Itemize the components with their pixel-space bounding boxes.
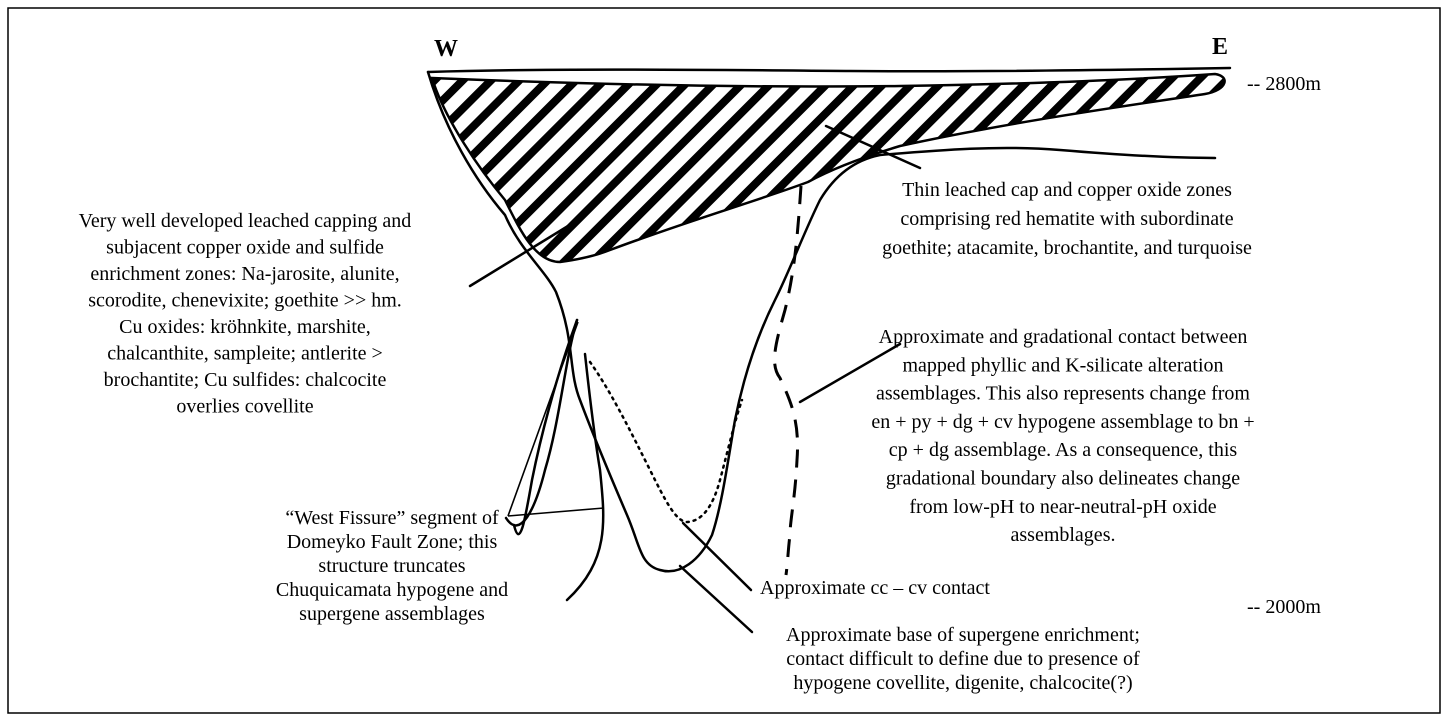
leached-cap-zone [432, 74, 1225, 262]
annotation-line: overlies covellite [176, 396, 313, 418]
annotation-cc-cv-contact: Approximate cc – cv contact [760, 577, 990, 599]
annotation-line: brochantite; Cu sulfides: chalcocite [104, 369, 387, 391]
annotation-line: gradational boundary also delineates cha… [886, 468, 1240, 490]
annotation-line: mapped phyllic and K-silicate alteration [903, 354, 1224, 376]
annotation-line: Approximate and gradational contact betw… [879, 326, 1248, 348]
annotation-line: comprising red hematite with subordinate [900, 208, 1233, 230]
annotation-line: from low-pH to near-neutral-pH oxide [909, 496, 1216, 518]
annotation-line: Approximate cc – cv contact [760, 577, 990, 599]
annotation-line: contact difficult to define due to prese… [786, 648, 1140, 670]
annotation-line: assemblages. [1011, 524, 1116, 546]
annotation-line: Domeyko Fault Zone; this [287, 531, 498, 553]
annotation-line: Cu oxides: kröhnkite, marshite, [119, 316, 371, 338]
annotation-line: supergene assemblages [299, 603, 485, 625]
annotation-leached-capping: Very well developed leached capping and s… [79, 210, 412, 418]
annotation-line: structure truncates [318, 555, 465, 577]
topographic-surface [428, 68, 1230, 72]
leader-cc-cv [683, 523, 751, 590]
annotation-line: Thin leached cap and copper oxide zones [902, 179, 1232, 201]
elevation-2800m: -- 2800m [1247, 73, 1321, 95]
annotation-line: chalcanthite, sampleite; antlerite > [107, 343, 383, 365]
west-label: W [434, 36, 458, 62]
phyllic-ksilicate-contact [775, 186, 801, 575]
annotation-supergene-base: Approximate base of supergene enrichment… [786, 624, 1140, 694]
annotation-line: scorodite, chenevixite; goethite >> hm. [88, 290, 402, 312]
annotation-line: Very well developed leached capping and [79, 210, 412, 232]
annotation-contact-phyllic: Approximate and gradational contact betw… [871, 326, 1254, 546]
annotation-line: “West Fissure” segment of [285, 507, 499, 529]
annotation-thin-cap: Thin leached cap and copper oxide zones c… [882, 179, 1252, 259]
annotation-line: en + py + dg + cv hypogene assemblage to… [871, 411, 1254, 433]
east-label: E [1212, 34, 1228, 60]
annotation-line: enrichment zones: Na-jarosite, alunite, [90, 263, 399, 285]
annotation-line: assemblages. This also represents change… [876, 383, 1250, 405]
annotation-line: hypogene covellite, digenite, chalcocite… [793, 672, 1132, 694]
elevation-2000m: -- 2000m [1247, 596, 1321, 618]
annotation-line: subjacent copper oxide and sulfide [106, 237, 384, 259]
leader-west-fissure-2 [508, 508, 604, 516]
cc-cv-contact-line [590, 362, 742, 522]
annotation-line: cp + dg assemblage. As a consequence, th… [889, 439, 1238, 461]
west-fissure-fault-3 [567, 354, 603, 600]
leader-west-fissure-1 [508, 322, 578, 516]
annotation-line: Approximate base of supergene enrichment… [786, 624, 1140, 646]
annotation-line: Chuquicamata hypogene and [276, 579, 508, 601]
annotation-line: goethite; atacamite, brochantite, and tu… [882, 237, 1252, 259]
leader-supergene-base [680, 566, 752, 632]
